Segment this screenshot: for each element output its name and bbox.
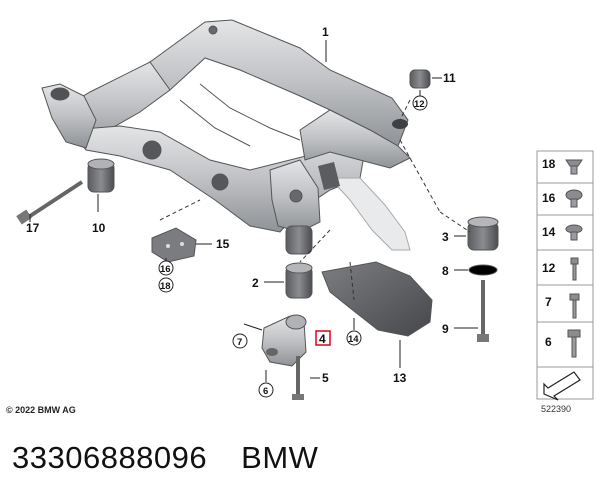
bushing-10 <box>87 158 115 193</box>
bolt-7-icon <box>569 293 580 319</box>
legend-item-6: 6 <box>545 335 552 349</box>
highlight-box <box>315 330 331 346</box>
washer-8 <box>468 264 498 276</box>
callout-18: 18 <box>160 281 171 292</box>
part-info: 33306888096 BMW <box>12 440 318 476</box>
part-number: 33306888096 <box>12 440 208 475</box>
callouts: 1 11 12 10 17 15 16 18 3 8 9 2 7 4 14 5 … <box>26 25 456 398</box>
copyright-text: © 2022 BMW AG <box>6 405 76 415</box>
legend-item-18: 18 <box>542 157 556 171</box>
shield-13 <box>321 261 433 337</box>
callout-8: 8 <box>442 264 449 278</box>
direction-arrow-icon <box>543 371 581 401</box>
callout-2: 2 <box>252 276 259 290</box>
legend-item-14: 14 <box>542 225 556 239</box>
bolt-6-icon <box>567 329 581 358</box>
bolt-9 <box>477 280 489 342</box>
callout-13: 13 <box>393 371 407 385</box>
leader-lines <box>29 40 478 382</box>
mount-3 <box>467 216 499 251</box>
bolt-17 <box>16 180 84 225</box>
clip-18-icon <box>565 159 583 175</box>
bracket-15 <box>151 227 197 263</box>
callout-12: 12 <box>414 99 425 110</box>
callout-9: 9 <box>442 322 449 336</box>
callout-17: 17 <box>26 221 40 235</box>
document-number: 522390 <box>541 404 572 414</box>
mount-2 <box>285 225 313 299</box>
callout-3: 3 <box>442 230 449 244</box>
fastener-legend: 18 16 14 12 7 6 <box>536 150 594 401</box>
callout-6: 6 <box>263 386 268 397</box>
bolt-12-icon <box>570 257 579 281</box>
callout-14: 14 <box>348 334 359 345</box>
callout-4: 4 <box>319 332 326 346</box>
callout-10: 10 <box>92 221 106 235</box>
callout-7: 7 <box>237 337 242 348</box>
bracket-4 <box>261 314 307 367</box>
stop-11 <box>409 69 431 89</box>
clip-14-icon <box>565 224 583 241</box>
callout-5: 5 <box>322 371 329 385</box>
brand-name: BMW <box>241 440 319 475</box>
bolt-5 <box>292 356 304 400</box>
legend-item-16: 16 <box>542 191 556 205</box>
axle-carrier <box>41 19 411 251</box>
legend-item-7: 7 <box>545 295 552 309</box>
callout-15: 15 <box>216 237 230 251</box>
callout-1: 1 <box>322 25 329 39</box>
clip-16-icon <box>565 189 583 208</box>
callout-11: 11 <box>443 71 456 85</box>
legend-item-12: 12 <box>542 261 556 275</box>
callout-16: 16 <box>160 264 171 275</box>
